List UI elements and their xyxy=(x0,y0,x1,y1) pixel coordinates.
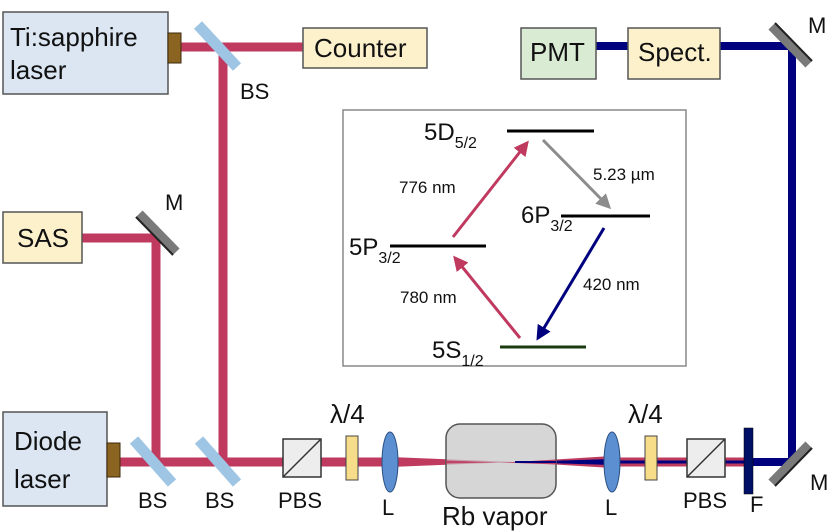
bs-label-bottom-left: BS xyxy=(138,488,167,513)
level-label-6p32: 6P3/2 xyxy=(521,202,573,235)
label-420nm: 420 nm xyxy=(583,275,640,294)
spectrometer-box: Spect. xyxy=(627,27,721,80)
bs-label-bottom-middle: BS xyxy=(205,488,234,513)
lambda4-label-left: λ/4 xyxy=(330,399,365,429)
energy-level-inset: 5D5/2 5P3/2 6P3/2 5S1/2 776 nm 5.23 µm 7… xyxy=(342,109,687,370)
bs-bottom-left xyxy=(129,436,177,487)
lambda4-label-right: λ/4 xyxy=(628,399,663,429)
pbs-left xyxy=(282,438,322,478)
label-776nm: 776 nm xyxy=(399,178,456,197)
pbs-label-right: PBS xyxy=(683,488,727,513)
sas-box: SAS xyxy=(2,211,83,264)
pbs-right xyxy=(686,438,726,478)
mirror-sas xyxy=(135,210,180,256)
bs-bottom-middle xyxy=(194,436,242,487)
inset-frame xyxy=(342,109,687,367)
laser-aperture xyxy=(106,442,121,478)
filter xyxy=(743,427,754,495)
waveplate-right xyxy=(644,435,658,481)
mirror-top-right xyxy=(768,22,813,68)
level-label-5s12: 5S1/2 xyxy=(432,337,484,370)
arrow-420nm xyxy=(536,227,606,341)
label-780nm: 780 nm xyxy=(400,288,457,307)
laser-aperture xyxy=(167,32,182,64)
lens-label-left: L xyxy=(382,495,394,520)
level-label-5p32: 5P3/2 xyxy=(349,234,401,267)
label-523um: 5.23 µm xyxy=(593,165,655,184)
arrow-780nm xyxy=(453,255,522,339)
blue-beam-paths xyxy=(596,42,796,466)
m-label-top-right: M xyxy=(808,13,826,38)
pmt-box: PMT xyxy=(520,27,597,80)
bs-top xyxy=(193,21,242,71)
waveplate-left xyxy=(345,435,359,481)
lens-right xyxy=(603,431,621,493)
m-label-sas: M xyxy=(165,190,183,215)
spect-label: Spect. xyxy=(638,37,712,67)
mirrors xyxy=(135,22,813,487)
pbs-label-left: PBS xyxy=(278,488,322,513)
m-label-bottom-right: M xyxy=(810,470,828,495)
arrow-776nm xyxy=(451,140,529,238)
counter-label: Counter xyxy=(314,33,407,63)
blue-beam-focus xyxy=(515,459,612,465)
lens-left xyxy=(381,431,399,493)
level-label-5d52: 5D5/2 xyxy=(424,119,477,152)
lens-label-right: L xyxy=(605,495,617,520)
beam-in-cell-red xyxy=(446,459,556,465)
rb-vapor-label: Rb vapor xyxy=(442,501,548,531)
filter-label: F xyxy=(750,492,763,517)
beam-splitters xyxy=(129,21,242,487)
counter-box: Counter xyxy=(302,27,428,69)
sas-label: SAS xyxy=(17,223,69,253)
mirror-bottom-right xyxy=(768,441,813,487)
pmt-label: PMT xyxy=(530,37,585,67)
bs-label-top: BS xyxy=(240,79,269,104)
arrow-523um xyxy=(541,138,612,210)
